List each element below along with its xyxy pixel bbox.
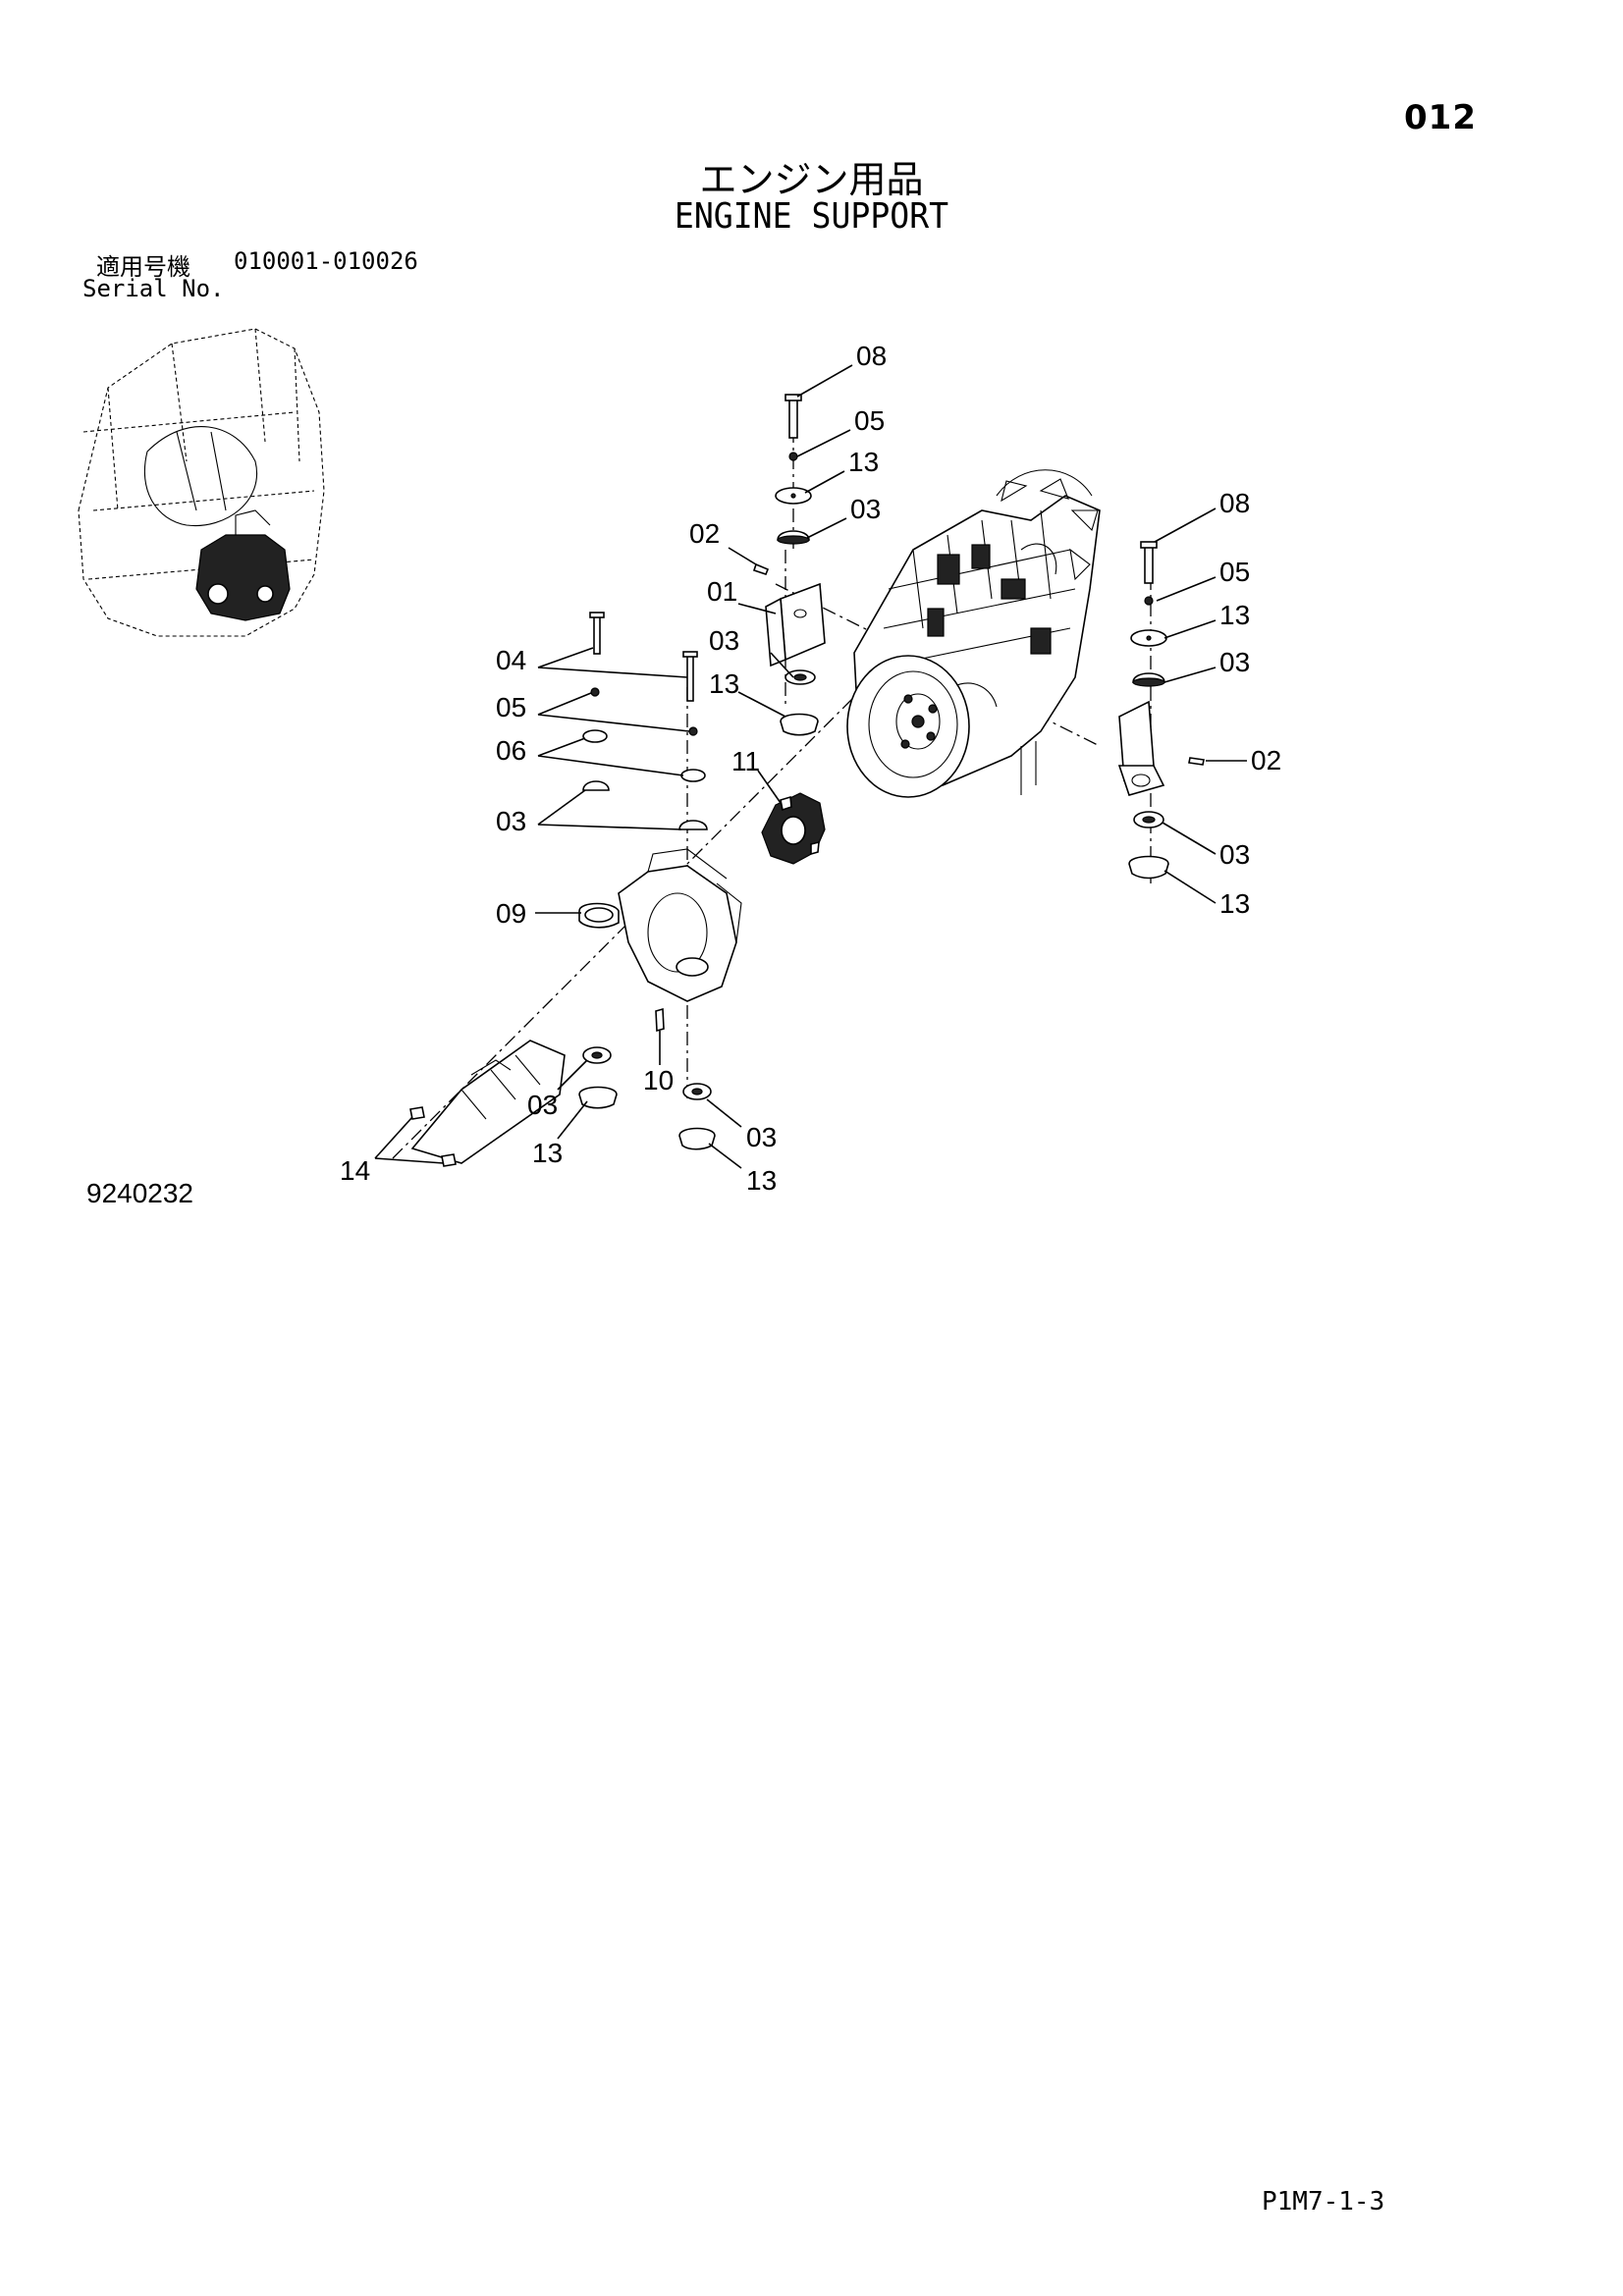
page-number: 012 xyxy=(1404,98,1477,137)
callout-13-bracket: 13 xyxy=(709,668,739,699)
page-title-en: ENGINE SUPPORT xyxy=(674,196,949,237)
left-bolt-stack xyxy=(582,612,708,830)
callout-01: 01 xyxy=(707,576,737,607)
serial-label-en: Serial No. xyxy=(82,275,225,302)
callout-14: 14 xyxy=(340,1155,370,1186)
flywheel-housing xyxy=(578,848,742,1002)
callout-05-left: 05 xyxy=(496,692,526,722)
callout-06: 06 xyxy=(496,735,526,766)
callout-13-right: 13 xyxy=(1219,600,1250,630)
lower-cushions xyxy=(578,1046,716,1150)
callout-03-lower-left: 03 xyxy=(527,1090,558,1120)
machine-thumbnail xyxy=(78,328,325,637)
bolt-stack-right xyxy=(1130,541,1167,687)
page-title-jp: エンジン用品 xyxy=(699,158,924,201)
bracket-right xyxy=(1117,700,1165,796)
callout-13-lower-center: 13 xyxy=(746,1165,777,1196)
callout-08-top: 08 xyxy=(856,341,887,371)
callout-03-right-lower: 03 xyxy=(1219,839,1250,870)
leader-lines xyxy=(374,364,1247,1169)
callout-13-lower-left: 13 xyxy=(532,1138,563,1168)
callout-03-lower-center: 03 xyxy=(746,1122,777,1152)
serial-range: 010001-010026 xyxy=(234,247,418,275)
callout-03-top: 03 xyxy=(850,494,881,524)
starter-housing xyxy=(409,1040,566,1167)
callout-10: 10 xyxy=(643,1065,674,1095)
coupling xyxy=(761,792,826,865)
callout-labels: 08 05 13 03 02 01 03 13 08 05 13 03 02 0… xyxy=(340,341,1281,1196)
bolt-stack-top xyxy=(775,394,812,545)
callout-03-bracket: 03 xyxy=(709,625,739,656)
callout-03-right: 03 xyxy=(1219,647,1250,677)
callout-02-right: 02 xyxy=(1251,745,1281,775)
serial-label-jp: 適用号機 xyxy=(96,253,190,281)
engine-assembly xyxy=(846,469,1101,798)
bracket-left xyxy=(765,582,826,667)
callout-13-top: 13 xyxy=(848,447,879,477)
left-mount-cushions xyxy=(780,669,1169,880)
bolt-02-parts xyxy=(752,562,1205,766)
callout-08-right: 08 xyxy=(1219,488,1250,518)
callout-11: 11 xyxy=(731,746,760,776)
callout-09: 09 xyxy=(496,898,526,929)
callout-13-right-lower: 13 xyxy=(1219,888,1250,919)
callout-05-right: 05 xyxy=(1219,557,1250,587)
callout-02-left: 02 xyxy=(689,518,720,549)
bolt-10 xyxy=(655,1007,665,1033)
callout-05-top: 05 xyxy=(854,405,885,436)
figure-number: 9240232 xyxy=(86,1178,194,1208)
callout-04: 04 xyxy=(496,645,526,675)
callout-03-left: 03 xyxy=(496,806,526,836)
page-code: P1M7-1-3 xyxy=(1262,2187,1385,2216)
